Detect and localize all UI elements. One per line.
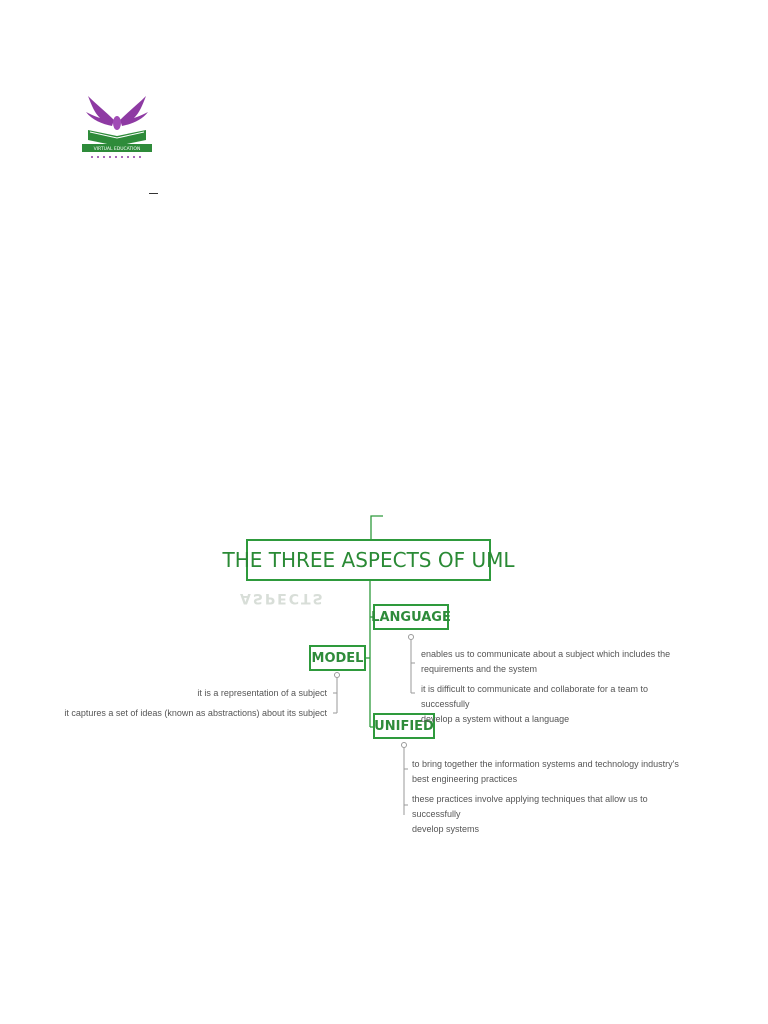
node-language[interactable]: LANGUAGE [371,604,451,630]
note-line: requirements and the system [421,664,538,674]
stars-row [91,156,141,158]
crest-body-icon [113,116,121,130]
model-note: it captures a set of ideas (known as abs… [64,706,327,721]
note-line: enables us to communicate about a subjec… [421,649,671,659]
node-model[interactable]: MODEL [309,645,366,671]
model-note: it is a representation of a subject [197,686,327,701]
note-line: these practices involve applying techniq… [412,794,648,819]
university-crest-logo: VIRTUAL EDUCATION [82,96,152,158]
note-line: best engineering practices [412,774,518,784]
banner [82,144,152,152]
model-collapse-handle[interactable] [334,672,340,678]
note-line: develop systems [412,824,480,834]
root-top-connector [370,515,383,539]
unified-collapse-handle[interactable] [401,742,407,748]
root-node[interactable]: THE THREE ASPECTS OF UML [223,539,515,581]
mirror-reflection-text: ASPECTS [240,590,325,606]
note-line: to bring together the information system… [412,759,679,769]
note-line: develop a system without a language [421,714,570,724]
right-wing-icon [120,96,148,126]
unified-note: to bring together the information system… [412,757,682,787]
banner-text: VIRTUAL EDUCATION [94,146,141,152]
language-note: it is difficult to communicate and colla… [421,682,691,727]
note-line: it is a representation of a subject [197,688,327,698]
left-wing-icon [86,96,114,126]
note-line: it is difficult to communicate and colla… [421,684,648,709]
note-line: it captures a set of ideas (known as abs… [64,708,327,718]
language-collapse-handle[interactable] [408,634,414,640]
language-note: enables us to communicate about a subjec… [421,647,691,677]
unified-note: these practices involve applying techniq… [412,792,682,837]
node-unified[interactable]: UNIFIED [373,713,435,739]
dash-mark [149,193,158,194]
